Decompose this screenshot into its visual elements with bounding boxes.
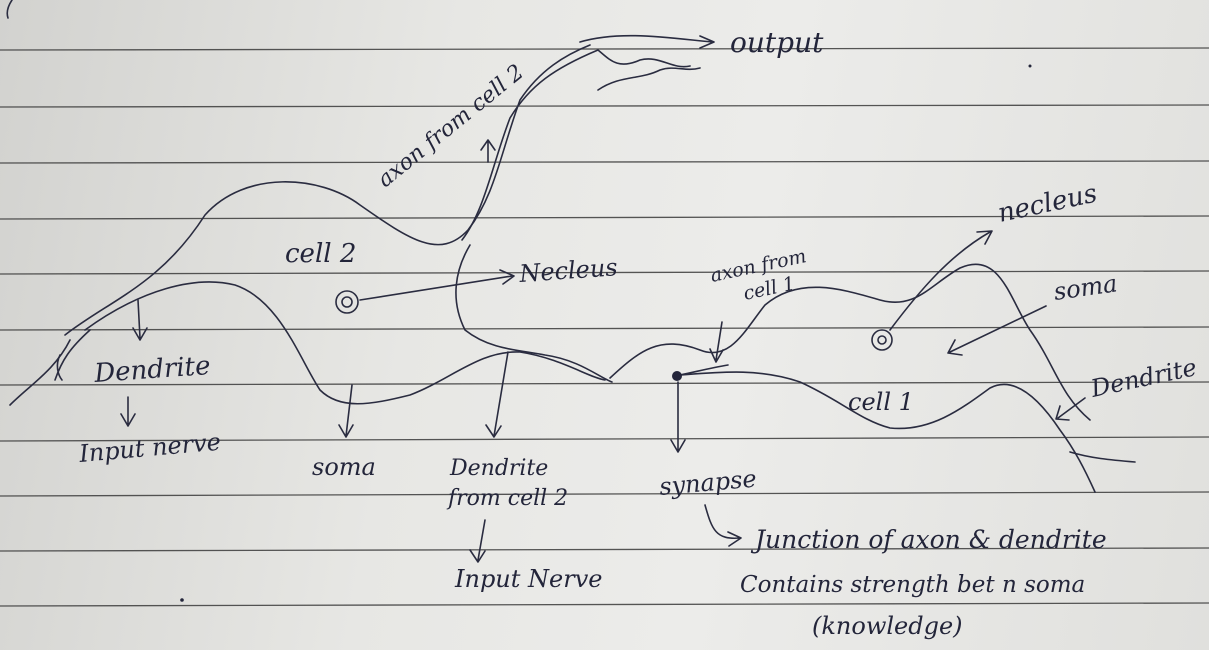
axon-cell1-arrow <box>709 321 724 363</box>
dendrite-from-cell2-label-line1: Dendrite <box>449 456 548 481</box>
pencil-dot-bottom <box>180 598 184 602</box>
junction-hook-arrow <box>704 504 742 547</box>
synapse-point <box>672 371 682 381</box>
soma-cell2-arrow <box>338 384 354 438</box>
cell2-label: cell 2 <box>285 239 356 269</box>
cell1-dendrite-right <box>1069 451 1136 463</box>
dendrite-left-arrow <box>132 299 148 341</box>
nucleus-cell1-label: necleus <box>995 179 1100 229</box>
pencil-dot-top <box>1028 64 1032 68</box>
cell2-axon-branch <box>597 67 701 91</box>
ruled-lines <box>0 47 1209 607</box>
synapse-label: synapse <box>658 465 758 501</box>
corner-mark <box>6 0 13 19</box>
input-nerve-bottom-arrow <box>469 519 486 563</box>
cell1-body-lower <box>679 371 1096 493</box>
output-arrow <box>579 34 715 49</box>
soma-cell1-arrow <box>947 305 1047 356</box>
cell2-dendrite-left-b <box>54 329 91 381</box>
dendrite-left-label: Dendrite <box>92 351 211 389</box>
junction-label-line1: Junction of axon & dendrite <box>750 525 1107 554</box>
dendrite-right-label: Dendrite <box>1087 353 1199 403</box>
output-label: output <box>730 26 824 59</box>
arrows <box>56 34 1086 563</box>
dendrite-from-cell2-label-line2: from cell 2 <box>446 486 568 511</box>
cell1-axon-end <box>679 364 729 376</box>
axon-from-cell2-label: axon from cell 2 <box>373 60 529 193</box>
input-nerve-left-arrow <box>120 396 136 427</box>
dendrite-cell2-arrow <box>485 351 509 438</box>
dendrite-right-arrow <box>1055 397 1086 421</box>
nucleus-cell2-arrow <box>359 269 515 301</box>
input-nerve-left-label: Input nerve <box>77 428 222 468</box>
soma-cell2-label: soma <box>312 453 376 481</box>
cell1-nucleus <box>871 329 893 351</box>
synapse-arrow <box>670 381 686 453</box>
cell2-body-lower <box>84 281 606 405</box>
input-nerve-left-hook <box>56 354 63 381</box>
junction-label-line2: Contains strength bet n soma <box>740 572 1085 598</box>
junction-label-line3: (knowledge) <box>812 612 963 640</box>
cell1-label: cell 1 <box>848 388 914 416</box>
nucleus-cell1-arrow <box>889 230 993 331</box>
input-nerve-bottom-label: Input Nerve <box>454 565 602 593</box>
nucleus-cell2-label: Necleus <box>517 253 618 288</box>
cell2-body-outline <box>64 44 591 336</box>
soma-cell1-label: soma <box>1052 269 1119 306</box>
axon-cell2-up-arrow <box>480 139 496 163</box>
cell2-nucleus <box>335 290 359 314</box>
cell2-axon-outer <box>461 49 691 241</box>
cell2-dendrite-left-a <box>9 339 71 406</box>
cell1-body-outline <box>609 263 1091 421</box>
